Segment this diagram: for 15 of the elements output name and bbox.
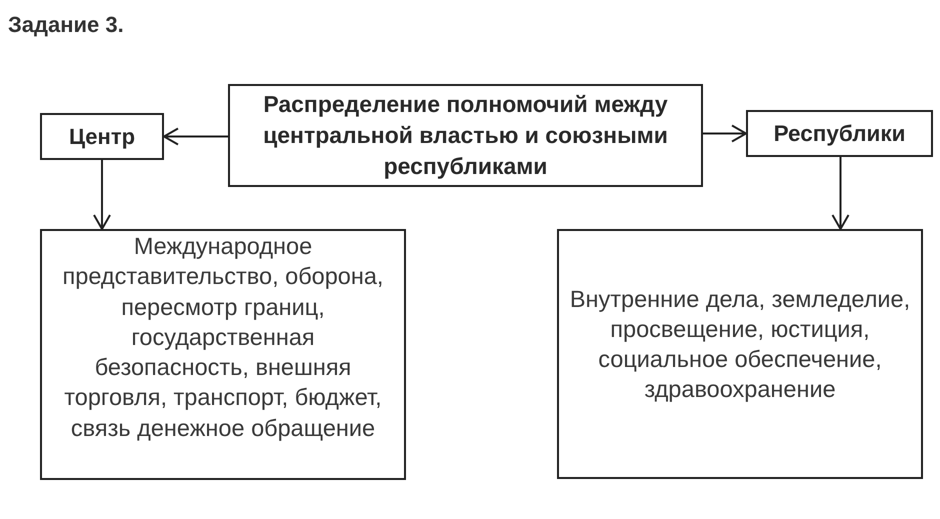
box-label: Международное представительство, оборона, пересмотр границ, государственная безопасность, внешняя торговля, транспорт, бюджет, связь денежное обращение (62, 232, 384, 443)
arrow (832, 157, 850, 230)
category-box (40, 113, 164, 160)
box-label: Распределение полномочий между центральной властью и союзными республиками (262, 90, 669, 181)
arrow (703, 124, 747, 142)
box-label: Внутренние дела, земледелие, просвещение, юстиция, социальное обеспечение, здравоохранение (568, 285, 912, 404)
topic-box (228, 84, 703, 187)
arrow (93, 160, 111, 230)
powers-box (40, 229, 406, 480)
powers-box (557, 229, 923, 479)
box-label: Республики (774, 120, 906, 146)
box-label: Центр (68, 124, 136, 150)
category-box (746, 110, 933, 157)
task-title: Задание 3. (8, 12, 124, 38)
arrow (163, 128, 228, 146)
